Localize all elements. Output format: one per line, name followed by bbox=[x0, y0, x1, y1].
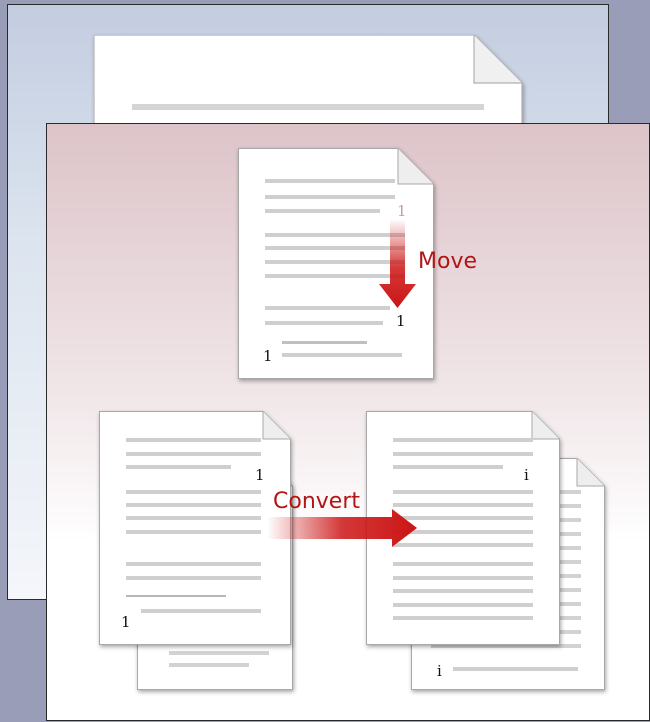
convert-arrow-icon bbox=[47, 124, 650, 722]
convert-label: Convert bbox=[273, 491, 360, 513]
front-panel: 1 1 1 Move bbox=[46, 123, 650, 721]
back-document-page bbox=[94, 35, 524, 130]
